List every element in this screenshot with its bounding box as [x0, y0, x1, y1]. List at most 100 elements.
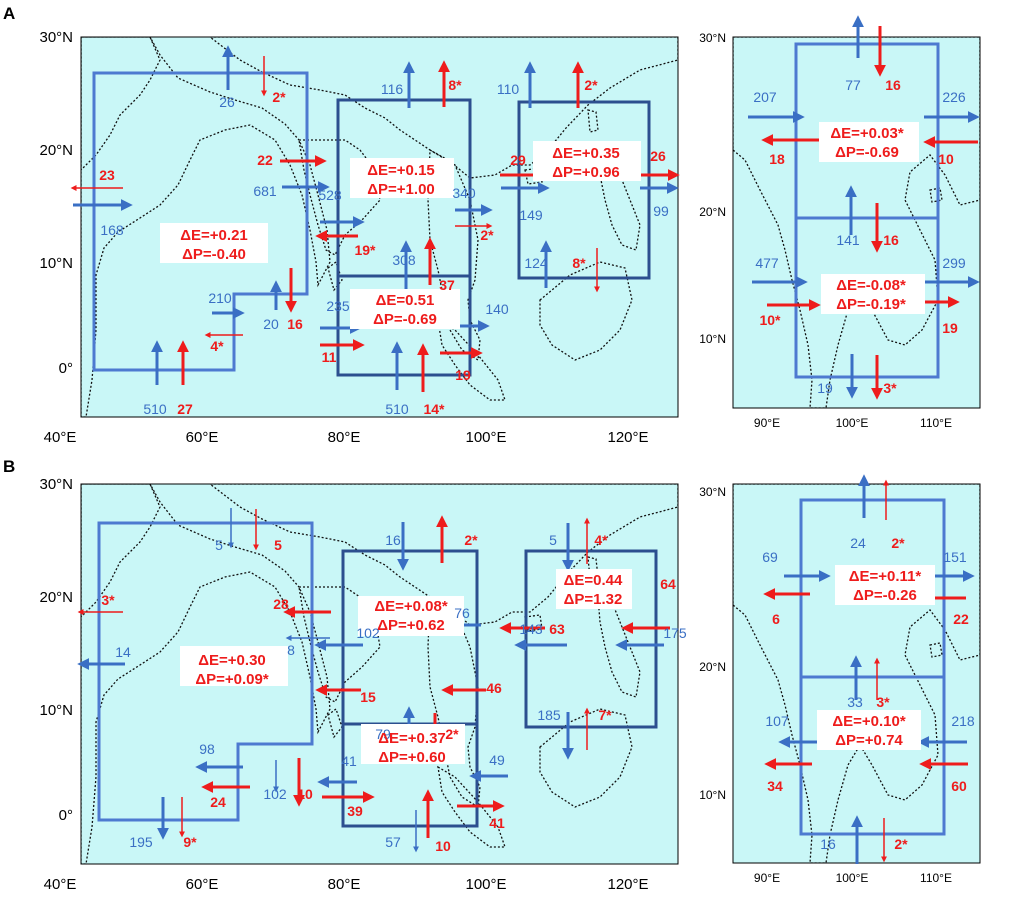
moisture-flux-label: 20	[263, 316, 279, 332]
xtick-label: 60°E	[186, 876, 219, 893]
moisture-flux-label: 98	[199, 741, 215, 757]
delta-e-label: ΔE=+0.03*	[830, 125, 904, 142]
moisture-flux-label: 116	[381, 81, 404, 97]
energy-flux-label: 39	[347, 803, 363, 819]
xtick-label: 80°E	[328, 876, 361, 893]
ytick-label: 10°N	[39, 255, 73, 272]
energy-flux-label: 60	[951, 778, 967, 794]
budget-label-bg	[819, 122, 925, 314]
moisture-arrows	[748, 15, 980, 399]
energy-flux-label: 22	[257, 152, 273, 168]
delta-p-label: ΔP=-0.69	[373, 311, 437, 328]
energy-flux-label: 23	[99, 167, 115, 183]
xtick-label: 90°E	[754, 416, 780, 430]
delta-e-label: ΔE=-0.08*	[836, 277, 906, 294]
flux-labels: 2616868121020510116528308235510340140110…	[99, 77, 975, 854]
energy-arrows	[761, 26, 978, 400]
moisture-flux-label: 14	[115, 644, 131, 660]
xtick-label: 60°E	[186, 429, 219, 446]
delta-e-label: ΔE=+0.11*	[849, 568, 922, 585]
axis-ticks: 30°N 20°N 10°N 90°E 100°E 110°E	[699, 31, 952, 430]
energy-flux-label: 2*	[445, 726, 459, 742]
moisture-flux-label: 5	[215, 537, 223, 553]
energy-flux-label: 2*	[480, 227, 494, 243]
energy-flux-label: 3*	[876, 694, 890, 710]
moisture-flux-label: 5	[549, 532, 557, 548]
moisture-flux-label: 195	[129, 834, 153, 850]
ytick-label: 0°	[59, 360, 73, 377]
delta-p-label: ΔP=+0.09*	[195, 671, 269, 688]
xtick-label: 80°E	[328, 429, 361, 446]
ytick-label: 20°N	[699, 205, 726, 219]
energy-flux-label: 8*	[572, 255, 586, 271]
xtick-label: 100°E	[836, 871, 869, 885]
delta-e-label: ΔE=+0.10*	[832, 713, 906, 730]
moisture-flux-label: 681	[253, 183, 277, 199]
region-boxes	[794, 42, 940, 379]
axis-ticks: 30°N 20°N 10°N 0° 40°E 60°E 80°E 100°E 1…	[39, 29, 648, 446]
ytick-label: 10°N	[699, 332, 726, 346]
moisture-flux-label: 16	[820, 836, 836, 852]
moisture-flux-label: 207	[753, 89, 777, 105]
xtick-label: 120°E	[607, 876, 648, 893]
energy-flux-label: 2*	[272, 89, 286, 105]
xtick-label: 120°E	[607, 429, 648, 446]
moisture-flux-label: 477	[755, 255, 779, 271]
landmasses	[733, 484, 980, 863]
moisture-flux-label: 175	[663, 625, 687, 641]
moisture-flux-label: 33	[847, 694, 863, 710]
moisture-flux-label: 77	[845, 77, 861, 93]
moisture-flux-label: 26	[219, 94, 235, 110]
panel-b-inset-map: 30°N 20°N 10°N 90°E 100°E 110°E	[699, 474, 981, 885]
budget-label-bg	[180, 569, 632, 764]
moisture-flux-label: 76	[454, 605, 470, 621]
axis-ticks: 30°N 20°N 10°N 0° 40°E 60°E 80°E 100°E 1…	[39, 476, 648, 893]
delta-p-label: ΔP=+0.60	[378, 749, 446, 766]
energy-flux-label: 7*	[598, 707, 612, 723]
delta-e-label: ΔE=+0.30	[198, 652, 266, 669]
moisture-flux-label: 218	[951, 713, 975, 729]
energy-flux-label: 4*	[594, 532, 608, 548]
delta-e-label: ΔE=+0.08*	[374, 598, 448, 615]
moisture-flux-label: 124	[524, 255, 548, 271]
moisture-flux-label: 16	[385, 532, 401, 548]
energy-flux-label: 19*	[354, 242, 376, 258]
xtick-label: 100°E	[836, 416, 869, 430]
moisture-flux-label: 235	[326, 298, 350, 314]
energy-flux-label: 41	[489, 815, 505, 831]
energy-flux-label: 2*	[584, 77, 598, 93]
moisture-flux-label: 143	[519, 621, 543, 637]
moisture-flux-label: 299	[942, 255, 966, 271]
energy-flux-label: 2*	[891, 535, 905, 551]
energy-flux-label: 3*	[101, 592, 115, 608]
arabian-sea-box	[92, 71, 309, 372]
ytick-label: 30°N	[39, 476, 73, 493]
energy-flux-label: 10	[938, 151, 954, 167]
xtick-label: 40°E	[44, 876, 77, 893]
ytick-label: 20°N	[39, 142, 73, 159]
moisture-flux-label: 99	[653, 203, 669, 219]
energy-flux-label: 2*	[464, 532, 478, 548]
moisture-flux-label: 107	[765, 713, 789, 729]
energy-flux-label: 9*	[183, 834, 197, 850]
budget-label-bg	[160, 141, 641, 329]
moisture-flux-label: 528	[318, 187, 342, 203]
delta-e-label: ΔE=+0.15	[367, 162, 435, 179]
xtick-label: 100°E	[465, 876, 506, 893]
moisture-flux-label: 69	[762, 549, 778, 565]
delta-e-label: ΔE=+0.37	[378, 730, 446, 747]
moisture-flux-label: 340	[452, 185, 476, 201]
delta-p-label: ΔP=-0.40	[182, 246, 246, 263]
energy-flux-label: 14*	[423, 401, 445, 417]
moisture-flux-label: 110	[497, 81, 520, 97]
xtick-label: 110°E	[920, 416, 952, 430]
moisture-flux-label: 185	[537, 707, 561, 723]
ytick-label: 10°N	[699, 788, 726, 802]
moisture-flux-label: 102	[356, 625, 380, 641]
delta-p-label: ΔP=-0.26	[853, 587, 917, 604]
inset-south-box	[799, 675, 946, 836]
moisture-arrows	[73, 45, 679, 390]
energy-flux-label: 34	[767, 778, 783, 794]
moisture-flux-label: 149	[519, 207, 543, 223]
ocean-background	[81, 484, 678, 864]
